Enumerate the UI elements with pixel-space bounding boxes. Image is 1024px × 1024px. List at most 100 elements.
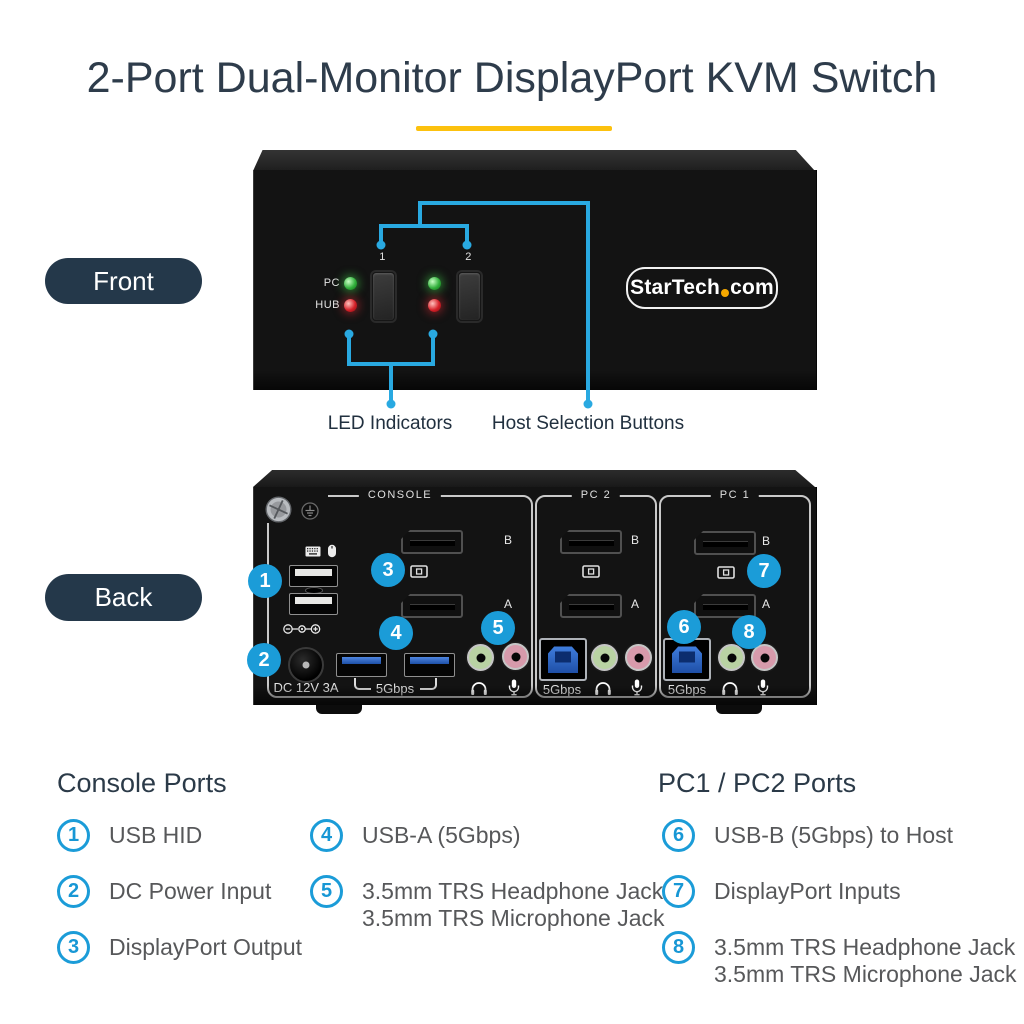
logo-tld: com — [730, 276, 774, 299]
pc1-displayport-b[interactable] — [694, 531, 756, 555]
callout-circle-5: 5 — [481, 611, 515, 645]
callout-circle-8: 8 — [732, 615, 766, 649]
pc1-usb-b-port[interactable] — [663, 638, 711, 681]
pc2-microphone-jack[interactable] — [625, 644, 652, 671]
front-view-label: Front — [45, 258, 202, 304]
legend-number-1: 1 — [57, 819, 90, 852]
legend-text-3: DisplayPort Output — [109, 934, 303, 960]
legend-text-2: DC Power Input — [109, 878, 272, 904]
pc1-dp-label-b: B — [762, 534, 771, 548]
pc-led-label: PC — [323, 277, 340, 289]
legend-text-8-line1: 3.5mm TRS Headphone Jack — [714, 934, 1016, 960]
front-device-top-face — [253, 150, 815, 171]
host-selection-button-2[interactable] — [458, 272, 481, 321]
legend-number-8: 8 — [662, 931, 695, 964]
callout-circle-2: 2 — [247, 643, 281, 677]
legend-number-6: 6 — [662, 819, 695, 852]
back-view-label-text: Back — [94, 582, 153, 612]
title-underline — [416, 126, 612, 131]
console-dp-label-a: A — [504, 597, 513, 611]
logo-dot-icon — [721, 288, 730, 297]
back-device-top-face — [253, 470, 815, 487]
console-headphone-jack[interactable] — [467, 644, 494, 671]
front-view-label-text: Front — [93, 265, 154, 296]
pc1-headphone-icon — [722, 682, 738, 695]
pc1-dp-label-a: A — [762, 597, 771, 611]
legend-number-7: 7 — [662, 875, 695, 908]
console-microphone-jack[interactable] — [502, 643, 529, 670]
speed-bracket-left — [354, 678, 371, 690]
legend-text-7: DisplayPort Inputs — [714, 878, 901, 904]
console-speed-label: 5Gbps — [375, 681, 415, 696]
section-pc1: PC 1 — [659, 489, 811, 698]
back-device-face: CONSOLE — [247, 487, 817, 705]
mouse-icon — [328, 544, 336, 558]
button-number-2: 2 — [465, 251, 472, 263]
pc2-dp-label-b: B — [631, 533, 640, 547]
screw-icon — [265, 496, 292, 523]
usb-hid-ports — [289, 565, 339, 615]
speed-bracket-right — [420, 678, 437, 690]
usb-a-5gbps-port-2[interactable] — [404, 653, 455, 677]
dc-power-label: DC 12V 3A — [273, 680, 339, 695]
ground-icon — [301, 502, 319, 520]
console-displayport-b[interactable] — [401, 530, 463, 554]
pc-led-port1 — [344, 277, 357, 290]
pc2-headphone-jack[interactable] — [591, 644, 618, 671]
legend-text-5: 3.5mm TRS Headphone Jack 3.5mm TRS Micro… — [362, 875, 665, 932]
pc2-usb-b-port[interactable] — [539, 638, 587, 681]
legend-number-5: 5 — [310, 875, 343, 908]
legend-item-8: 8 3.5mm TRS Headphone Jack 3.5mm TRS Mic… — [662, 931, 1017, 988]
usb-a-5gbps-port-1[interactable] — [336, 653, 387, 677]
legend-text-8: 3.5mm TRS Headphone Jack 3.5mm TRS Micro… — [714, 931, 1017, 988]
pc2-dp-label-a: A — [631, 597, 640, 611]
callout-circle-4: 4 — [379, 616, 413, 650]
device-foot-right — [716, 703, 762, 714]
back-view-label: Back — [45, 574, 202, 621]
console-dp-label-b: B — [504, 533, 513, 547]
dc-polarity-icon — [283, 624, 321, 634]
callout-circle-6: 6 — [667, 610, 701, 644]
pc1-microphone-jack[interactable] — [751, 644, 778, 671]
logo-name: StarTech — [630, 276, 721, 299]
callout-circle-1: 1 — [248, 564, 282, 598]
hub-led-label: HUB — [315, 299, 340, 311]
dc-power-jack[interactable] — [288, 647, 324, 683]
page-title: 2-Port Dual-Monitor DisplayPort KVM Swit… — [86, 54, 938, 102]
legend-item-6: 6 USB-B (5Gbps) to Host — [662, 819, 953, 852]
pc1-monitor-icon — [717, 566, 735, 579]
legend-item-3: 3 DisplayPort Output — [57, 931, 302, 964]
console-microphone-icon — [508, 679, 520, 696]
legend-item-4: 4 USB-A (5Gbps) — [310, 819, 521, 852]
section-header-pc1: PC 1 — [710, 489, 760, 501]
usb-hid-port-top[interactable] — [289, 565, 338, 587]
legend-item-5: 5 3.5mm TRS Headphone Jack 3.5mm TRS Mic… — [310, 875, 665, 932]
annotation-host-selection-buttons: Host Selection Buttons — [491, 413, 685, 434]
hub-led-port2 — [428, 299, 441, 312]
section-pc2: PC 2 — [535, 489, 657, 698]
legend-text-8-line2: 3.5mm TRS Microphone Jack — [714, 961, 1017, 987]
button-number-1: 1 — [379, 251, 386, 263]
console-displayport-a[interactable] — [401, 594, 463, 618]
pc2-displayport-a[interactable] — [560, 594, 622, 618]
legend-text-1: USB HID — [109, 822, 203, 848]
pc1-displayport-a[interactable] — [694, 594, 756, 618]
pc1-headphone-jack[interactable] — [718, 644, 745, 671]
legend-text-6: USB-B (5Gbps) to Host — [714, 822, 954, 848]
device-foot-left — [316, 703, 362, 714]
legend-item-2: 2 DC Power Input — [57, 875, 271, 908]
console-monitor-icon — [410, 565, 428, 578]
section-header-pc2: PC 2 — [571, 489, 621, 501]
pc1-speed-label: 5Gbps — [667, 682, 707, 697]
legend-text-5-line1: 3.5mm TRS Headphone Jack — [362, 878, 664, 904]
usb-hid-port-bottom[interactable] — [289, 593, 338, 615]
section-header-console: CONSOLE — [358, 489, 442, 501]
pc2-microphone-icon — [631, 679, 643, 696]
host-selection-button-1[interactable] — [372, 272, 395, 321]
pc2-monitor-icon — [582, 565, 600, 578]
pc2-displayport-b[interactable] — [560, 530, 622, 554]
legend-number-4: 4 — [310, 819, 343, 852]
legend-text-4: USB-A (5Gbps) — [362, 822, 521, 848]
front-device-face: PC HUB 1 2 StarTech com — [253, 170, 817, 390]
